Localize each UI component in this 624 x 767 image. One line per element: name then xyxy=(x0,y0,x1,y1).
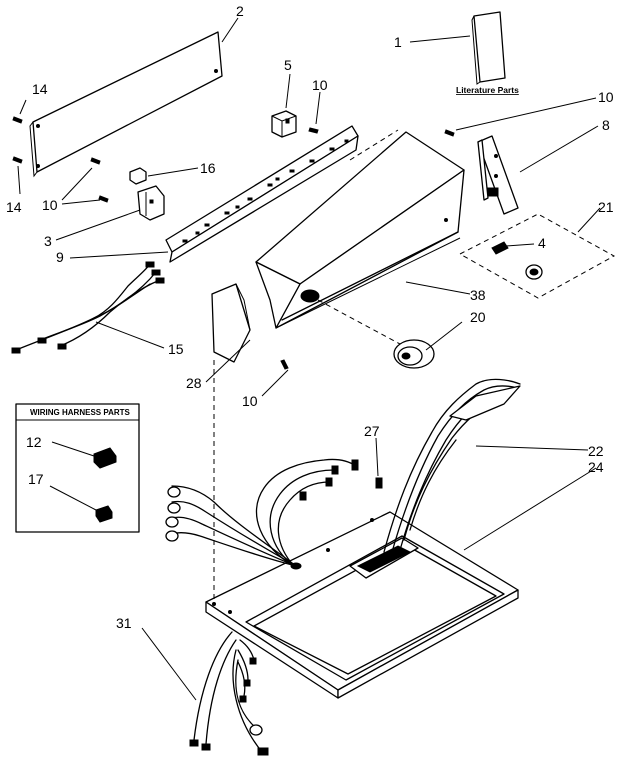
label-17: 17 xyxy=(28,471,44,487)
wiring-harness-parts-box: WIRING HARNESS PARTS xyxy=(15,403,140,533)
end-bracket xyxy=(477,135,519,215)
screws-14 xyxy=(12,116,23,164)
control-panel-bracket xyxy=(165,125,359,263)
screw-10-top xyxy=(308,127,319,134)
label-24: 24 xyxy=(588,459,604,475)
screw-10-bottom xyxy=(280,359,289,370)
harness-22 xyxy=(383,378,521,553)
label-28: 28 xyxy=(186,375,202,391)
part-numbers: 1 2 3 4 5 8 9 10 10 10 10 12 14 14 15 16… xyxy=(6,3,614,631)
knob-group-21 xyxy=(458,213,616,299)
label-5: 5 xyxy=(284,57,292,73)
label-14-a: 14 xyxy=(32,81,48,97)
label-31: 31 xyxy=(116,615,132,631)
label-10-c: 10 xyxy=(42,197,58,213)
screw-10-left-a xyxy=(90,157,101,165)
knob-dash xyxy=(317,299,401,345)
label-12: 12 xyxy=(26,434,42,450)
screw-10-right xyxy=(444,129,455,137)
screw-27 xyxy=(375,477,383,489)
label-27: 27 xyxy=(364,423,380,439)
console-dash xyxy=(349,129,399,161)
end-cap xyxy=(211,283,251,363)
label-10-d: 10 xyxy=(242,393,258,409)
timer-knob xyxy=(393,339,435,369)
label-10-b: 10 xyxy=(598,89,614,105)
wiring-harness-parts-title: WIRING HARNESS PARTS xyxy=(30,408,131,417)
label-10-a: 10 xyxy=(312,77,328,93)
wiring-bundle-top-left xyxy=(165,458,359,570)
screw-10-left-b xyxy=(98,195,109,203)
literature-booklet: Literature Parts xyxy=(456,11,519,95)
wiring-harness-15 xyxy=(11,261,165,354)
label-1: 1 xyxy=(394,34,402,50)
top-cover-24 xyxy=(205,511,519,699)
wiring-harness-31 xyxy=(189,631,269,756)
leader-lines xyxy=(17,17,601,701)
literature-parts-label: Literature Parts xyxy=(456,85,519,95)
label-9: 9 xyxy=(56,249,64,265)
label-2: 2 xyxy=(236,3,244,19)
label-21: 21 xyxy=(598,199,614,215)
label-15: 15 xyxy=(168,341,184,357)
label-4: 4 xyxy=(538,235,546,251)
rear-panel xyxy=(29,31,223,178)
label-16: 16 xyxy=(200,160,216,176)
label-38: 38 xyxy=(470,287,486,303)
switch-assembly xyxy=(129,167,165,221)
part-5-block xyxy=(271,110,297,138)
label-3: 3 xyxy=(44,233,52,249)
label-14-b: 14 xyxy=(6,199,22,215)
label-22: 22 xyxy=(588,443,604,459)
label-20: 20 xyxy=(470,309,486,325)
console xyxy=(255,131,465,329)
label-8: 8 xyxy=(602,117,610,133)
